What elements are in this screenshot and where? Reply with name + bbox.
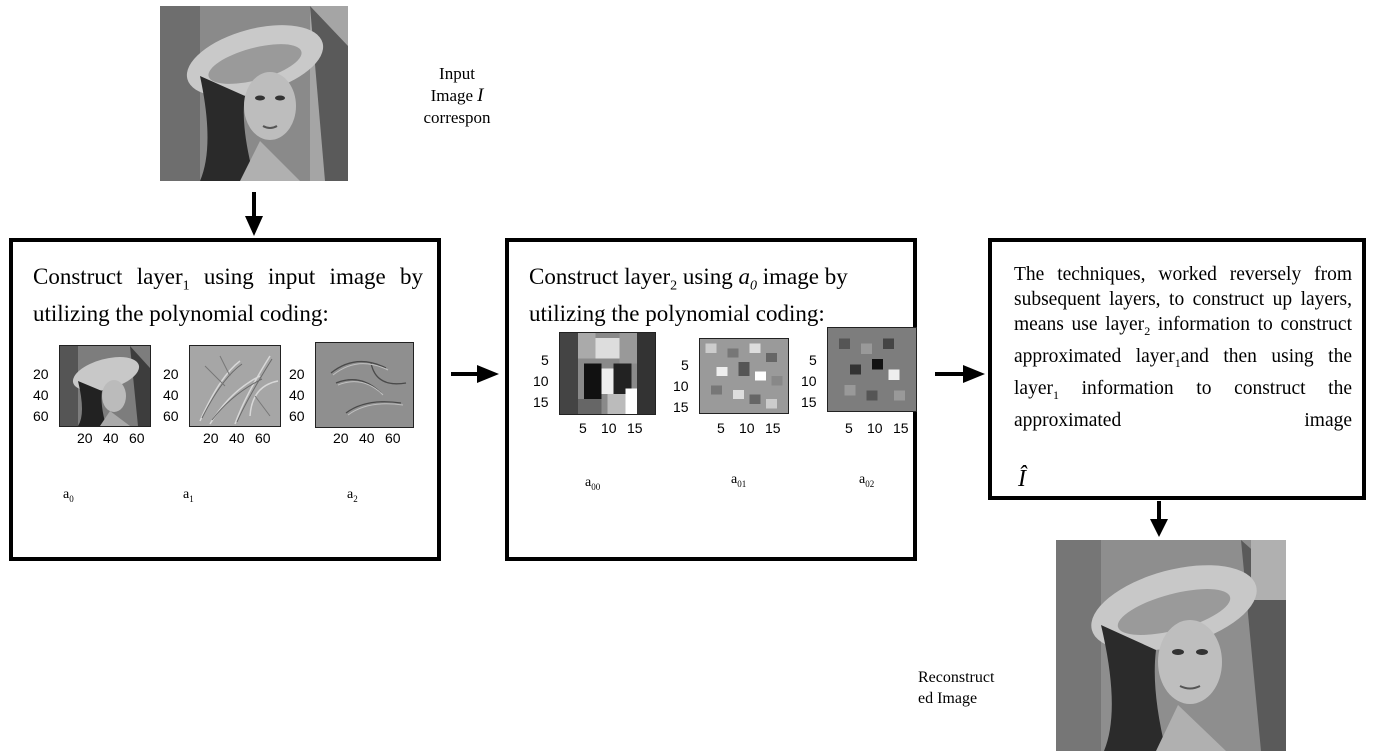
plot-a1 [189, 345, 281, 427]
x-tick: 10 [739, 420, 755, 436]
plot-a01 [699, 338, 789, 414]
caption-a0: a0 [63, 487, 74, 504]
arrow-layer1-to-layer2 [451, 365, 499, 383]
y-tick: 15 [673, 399, 689, 415]
layer2-title: Construct layer2 using a0 image by utili… [529, 264, 848, 326]
x-tick: 20 [333, 430, 349, 446]
y-tick: 5 [681, 357, 689, 373]
input-label-line1: Input [439, 64, 475, 83]
recon-label-line2: ed Image [918, 690, 978, 707]
input-label-line3: correspon [423, 108, 491, 127]
x-tick: 15 [893, 420, 909, 436]
y-tick: 15 [533, 394, 549, 410]
input-symbol: I [477, 85, 484, 106]
plot-a02 [827, 327, 917, 412]
recon-label-line1: Reconstruct [918, 669, 995, 686]
y-tick: 60 [33, 408, 49, 424]
caption-a00: a00 [585, 475, 601, 492]
x-tick: 40 [103, 430, 119, 446]
plot-a0 [59, 345, 151, 427]
x-tick: 40 [229, 430, 245, 446]
x-tick: 15 [765, 420, 781, 436]
arrow-input-to-layer1 [245, 192, 263, 236]
y-tick: 15 [801, 394, 817, 410]
input-image [160, 6, 348, 181]
reverse-box: The techniques, worked reversely from su… [988, 238, 1366, 500]
layer2-box: Construct layer2 using a0 image by utili… [505, 238, 917, 561]
y-tick: 5 [809, 352, 817, 368]
x-tick: 10 [601, 420, 617, 436]
y-tick: 40 [33, 387, 49, 403]
x-tick: 15 [627, 420, 643, 436]
y-tick: 20 [289, 366, 305, 382]
x-tick: 10 [867, 420, 883, 436]
arrow-layer2-to-reverse [935, 365, 985, 383]
y-tick: 5 [541, 352, 549, 368]
y-tick: 20 [33, 366, 49, 382]
x-tick: 60 [385, 430, 401, 446]
x-tick: 40 [359, 430, 375, 446]
layer1-box: Construct layer1 using input image by ut… [9, 238, 441, 561]
reverse-description: The techniques, worked reversely from su… [1014, 264, 1352, 431]
y-tick: 40 [289, 387, 305, 403]
y-tick: 60 [289, 408, 305, 424]
x-tick: 5 [845, 420, 853, 436]
caption-a2: a2 [347, 487, 358, 504]
caption-a01: a01 [731, 472, 747, 489]
layer1-title: Construct layer1 using input image by ut… [33, 264, 424, 326]
reconstructed-image-label: Reconstruct ed Image [918, 667, 1008, 709]
y-tick: 20 [163, 366, 179, 382]
x-tick: 20 [77, 430, 93, 446]
x-tick: 60 [129, 430, 145, 446]
arrow-reverse-to-output [1150, 501, 1168, 537]
caption-a02: a02 [859, 472, 875, 489]
x-tick: 20 [203, 430, 219, 446]
caption-a1: a1 [183, 487, 194, 504]
approximated-image-symbol: Î [1018, 466, 1026, 492]
x-tick: 60 [255, 430, 271, 446]
x-tick: 5 [717, 420, 725, 436]
y-tick: 10 [673, 378, 689, 394]
plot-a00 [559, 332, 656, 415]
y-tick: 10 [533, 373, 549, 389]
y-tick: 40 [163, 387, 179, 403]
plot-a2 [315, 342, 414, 428]
y-tick: 60 [163, 408, 179, 424]
x-tick: 5 [579, 420, 587, 436]
reconstructed-image [1056, 540, 1286, 751]
y-tick: 10 [801, 373, 817, 389]
